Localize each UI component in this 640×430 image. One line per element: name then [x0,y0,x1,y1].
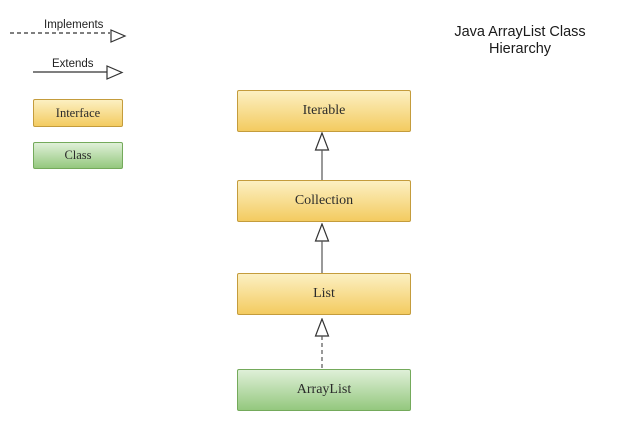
title-line-1: Java ArrayList Class [454,24,586,40]
edge-extends-collection-to-iterable [314,132,330,180]
node-label: Iterable [302,103,346,118]
legend-implements-label: Implements [44,19,104,31]
legend-class-label: Class [64,148,92,162]
legend-interface-label: Interface [55,105,101,120]
hollow-arrowhead-icon [314,132,330,151]
node-collection: Collection [237,180,411,222]
node-arraylist: ArrayList [237,369,411,411]
extends-arrow-icon [33,65,124,80]
node-label: Collection [294,193,354,208]
title-line-2: Hierarchy [488,41,552,57]
legend-interface-swatch: Interface [33,99,123,127]
edge-implements-arraylist-to-list [314,318,330,369]
legend-class-swatch: Class [33,142,123,169]
node-label: ArrayList [296,382,352,397]
node-label: List [313,286,335,301]
edge-extends-list-to-collection [314,223,330,273]
hollow-arrowhead-icon [110,29,127,43]
hollow-arrowhead-icon [106,65,124,80]
hollow-arrowhead-icon [314,318,330,337]
node-list: List [237,273,411,315]
node-iterable: Iterable [237,90,411,132]
hollow-arrowhead-icon [314,223,330,242]
diagram-title: Java ArrayList Class Hierarchy [425,24,615,58]
implements-arrow-icon [10,29,127,43]
legend-extends-label: Extends [52,58,94,70]
